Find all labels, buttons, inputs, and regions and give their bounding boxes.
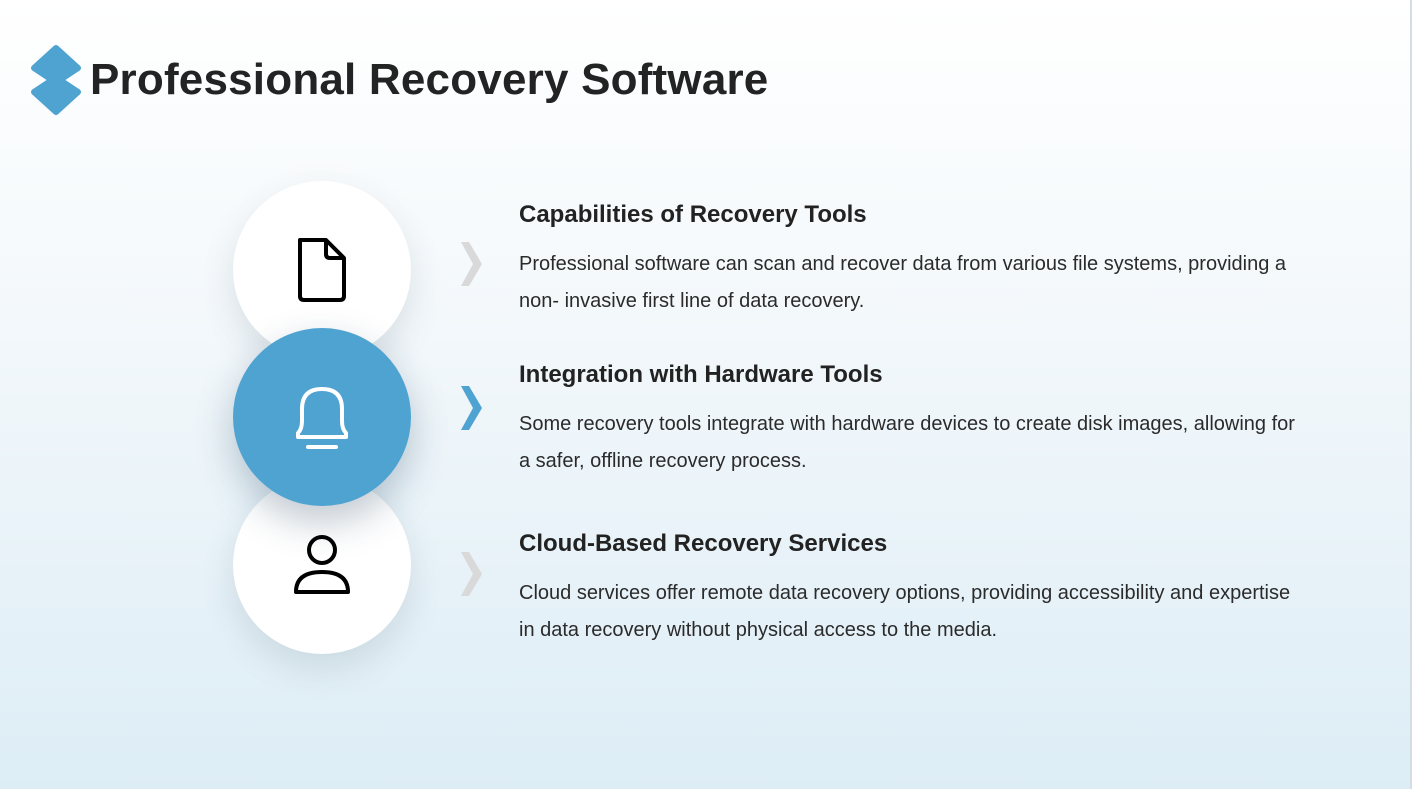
list-item: Capabilities of Recovery Tools Professio… — [519, 200, 1299, 320]
chevron-right-icon — [461, 552, 482, 596]
step-circle-cloud[interactable] — [233, 476, 411, 654]
item-title: Integration with Hardware Tools — [519, 361, 883, 388]
item-description: Cloud services offer remote data recover… — [519, 582, 1291, 641]
item-description: Some recovery tools integrate with hardw… — [519, 413, 1295, 472]
document-icon — [298, 238, 346, 302]
page-edge — [1410, 0, 1412, 789]
list-item: Cloud-Based Recovery Services Cloud serv… — [519, 529, 1299, 649]
header: Professional Recovery Software — [30, 40, 768, 120]
item-description: Professional software can scan and recov… — [519, 253, 1287, 312]
page-title: Professional Recovery Software — [90, 55, 769, 104]
bell-icon — [296, 387, 348, 449]
list-item: Integration with Hardware Tools Some rec… — [519, 360, 1299, 480]
logo-icon — [30, 44, 82, 116]
user-icon — [294, 535, 350, 594]
item-title: Cloud-Based Recovery Services — [519, 530, 888, 557]
chevron-right-icon — [461, 386, 482, 430]
chevron-right-icon — [461, 242, 482, 286]
item-title: Capabilities of Recovery Tools — [519, 201, 867, 228]
step-circle-integration[interactable] — [233, 328, 411, 506]
